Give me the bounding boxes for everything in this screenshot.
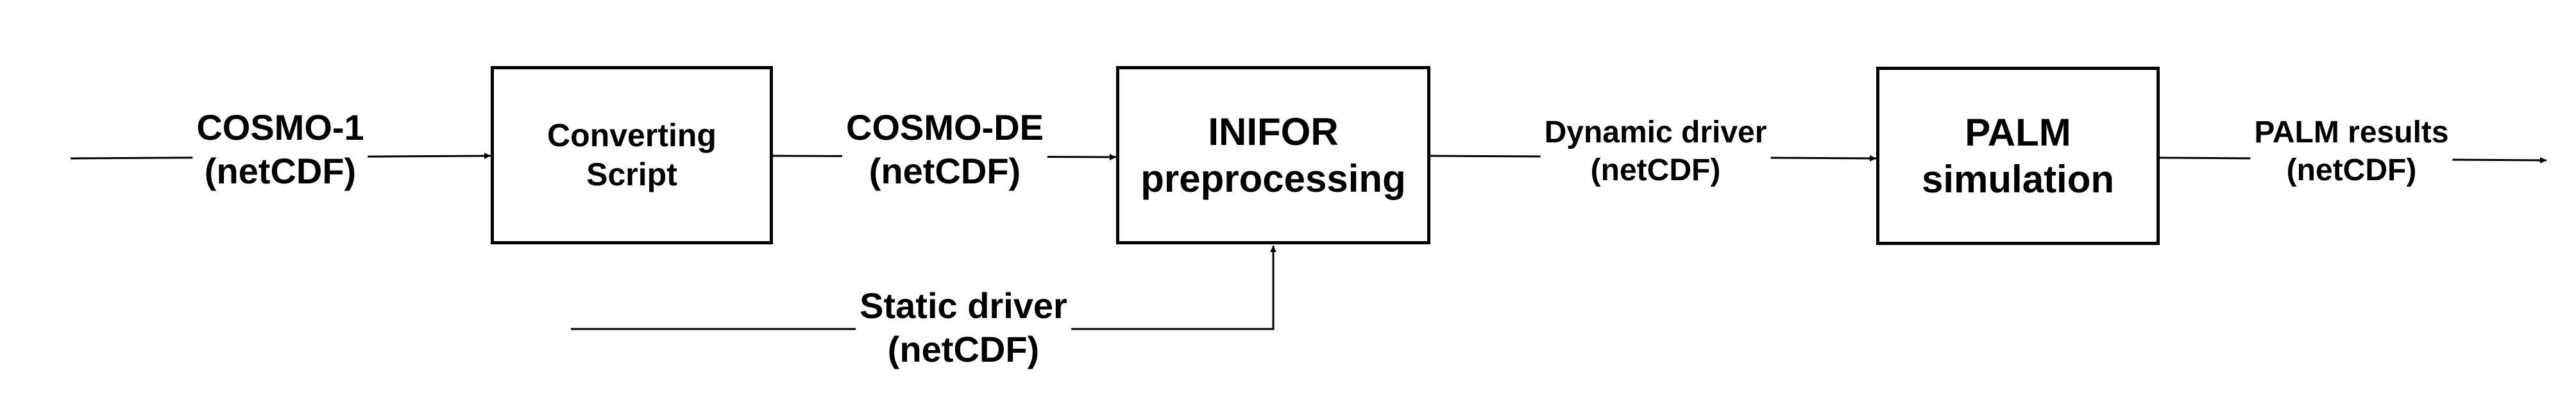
edge-label-cosmo-1: COSMO-1 (netCDF) [192,106,368,194]
edge-label-static-driver-line-1: Static driver [860,285,1067,326]
node-converting-script-line-1: Converting [547,117,716,153]
node-inifor-line-1: INIFOR [1208,110,1339,153]
node-inifor-preprocessing: INIFOR preprocessing [1116,66,1430,244]
node-inifor-line-2: preprocessing [1140,157,1406,200]
edge-label-cosmo-1-line-1: COSMO-1 [196,107,364,148]
edge-label-dynamic-driver-line-2: (netCDF) [1590,153,1721,187]
edge-label-cosmo-de-line-1: COSMO-DE [846,107,1044,148]
edge-label-cosmo-de: COSMO-DE (netCDF) [842,106,1047,194]
edge-label-dynamic-driver: Dynamic driver (netCDF) [1540,114,1771,190]
arrow-static-to-inifor [571,246,1276,330]
node-palm-simulation: PALM simulation [1876,67,2160,245]
node-converting-script-line-2: Script [586,156,677,192]
node-converting-script: Converting Script [491,66,773,244]
node-palm-line-2: simulation [1921,158,2115,201]
node-palm-line-1: PALM [1965,110,2071,154]
edge-label-palm-results: PALM results (netCDF) [2250,114,2453,190]
edge-label-cosmo-de-line-2: (netCDF) [869,151,1021,192]
edge-label-palm-results-line-1: PALM results [2254,115,2449,149]
edge-label-dynamic-driver-line-1: Dynamic driver [1544,115,1767,149]
edge-label-palm-results-line-2: (netCDF) [2286,153,2417,187]
edge-label-cosmo-1-line-2: (netCDF) [204,151,357,192]
edge-label-static-driver: Static driver (netCDF) [856,284,1071,372]
edge-label-static-driver-line-2: (netCDF) [887,329,1040,370]
